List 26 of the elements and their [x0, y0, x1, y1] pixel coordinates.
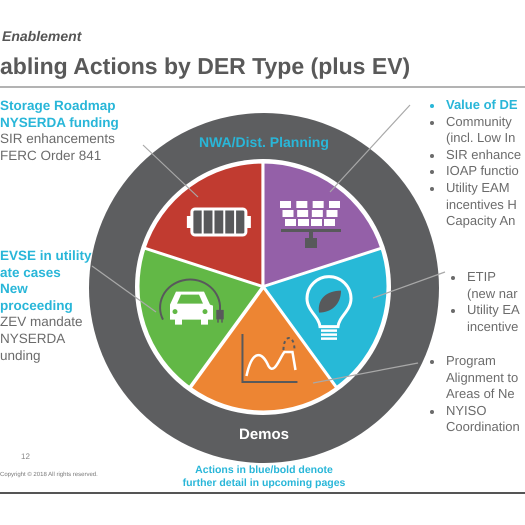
slide-title: abling Actions by DER Type (plus EV) — [0, 53, 410, 80]
footnote: Actions in blue/bold denote further detail in upcoming pages — [182, 464, 346, 490]
bullet-text: NYISO Coordination — [428, 402, 525, 436]
leader-line — [312, 362, 418, 384]
bullet-text: SIR enhance — [428, 146, 525, 164]
ring-label: NWA/Dist. Planning — [199, 134, 329, 150]
leader-line — [330, 104, 410, 192]
section-heading: Enablement — [2, 28, 82, 44]
bullet-text: NYSERDA funding — [0, 114, 120, 132]
bullet-text: New proceeding — [0, 281, 74, 314]
bullet-text: FERC Order 841 — [0, 148, 102, 164]
bullet-text: Utility EAM incentives H Capacity An — [428, 180, 525, 230]
page-number: 12 — [21, 452, 30, 461]
bullet-text: Program Alignment to Areas of Ne — [428, 353, 525, 403]
bullet-text: ZEV mandate — [0, 314, 84, 331]
bullet-text: Storage Roadmap — [0, 98, 117, 115]
bullet-text: SIR enhancements — [0, 131, 116, 148]
bullet-text: EVSE in utility ate cases — [0, 248, 93, 282]
bullet-text: Utility EA incentive — [449, 302, 525, 336]
bullet-text: ETIP (new nar — [449, 269, 525, 302]
bullet-text: IOAP functio — [428, 163, 525, 180]
bullet-text: Value of DE — [428, 97, 525, 114]
bullet-text: Community (incl. Low In — [428, 114, 525, 147]
ring-label: Demos — [239, 426, 290, 443]
bullet-text: NYSERDA unding — [0, 330, 66, 364]
leader-line — [92, 266, 156, 312]
